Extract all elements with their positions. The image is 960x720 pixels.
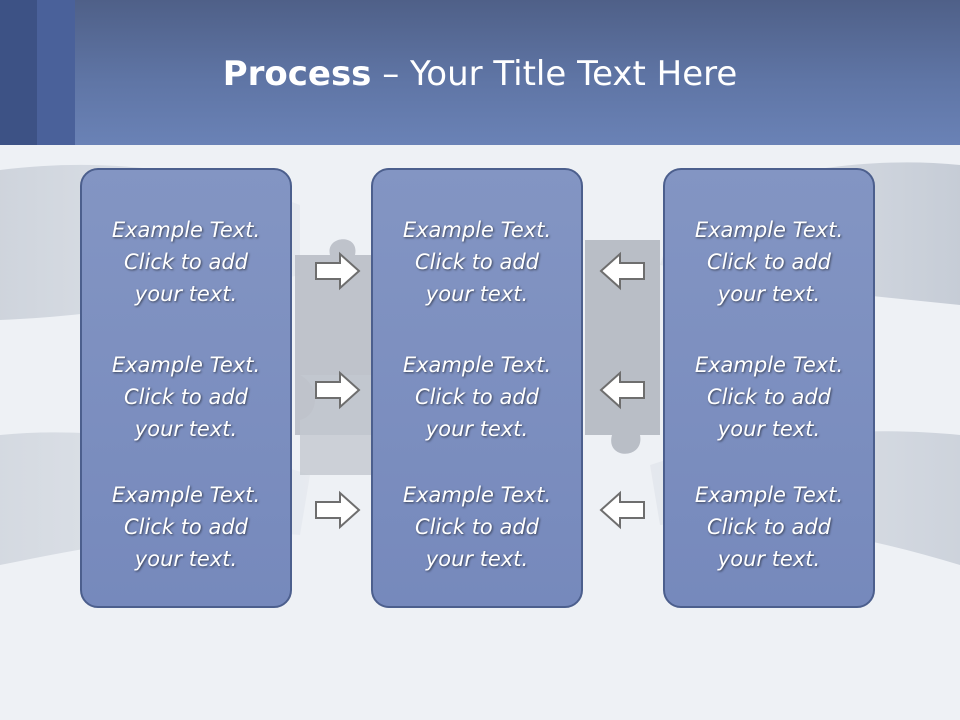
left-arrow-icon[interactable] [598, 370, 646, 410]
text-line: Example Text. [402, 353, 552, 377]
text-block[interactable]: Example Text. Click to add your text. [665, 479, 873, 575]
column-box-center[interactable]: Example Text. Click to add your text. Ex… [371, 168, 583, 608]
text-block[interactable]: Example Text. Click to add your text. [373, 349, 581, 445]
text-block[interactable]: Example Text. Click to add your text. [82, 479, 290, 575]
text-line: your text. [134, 282, 238, 306]
title-accent-mid [37, 0, 75, 145]
left-arrow-icon[interactable] [598, 251, 646, 291]
text-line: Example Text. [402, 218, 552, 242]
text-line: your text. [717, 282, 821, 306]
text-line: Example Text. [402, 483, 552, 507]
text-line: your text. [425, 417, 529, 441]
text-line: Click to add [414, 250, 539, 274]
title-bar: Process – Your Title Text Here [0, 0, 960, 145]
text-block[interactable]: Example Text. Click to add your text. [665, 349, 873, 445]
column-box-left[interactable]: Example Text. Click to add your text. Ex… [80, 168, 292, 608]
text-block[interactable]: Example Text. Click to add your text. [82, 214, 290, 310]
text-block[interactable]: Example Text. Click to add your text. [373, 479, 581, 575]
text-line: Click to add [706, 250, 831, 274]
text-line: Click to add [123, 515, 248, 539]
text-line: your text. [425, 547, 529, 571]
text-block[interactable]: Example Text. Click to add your text. [82, 349, 290, 445]
left-arrow-icon[interactable] [598, 490, 646, 530]
text-line: your text. [717, 547, 821, 571]
text-line: Click to add [706, 385, 831, 409]
column-box-right[interactable]: Example Text. Click to add your text. Ex… [663, 168, 875, 608]
text-line: Example Text. [694, 353, 844, 377]
title-bold: Process [222, 54, 372, 94]
text-line: your text. [717, 417, 821, 441]
text-line: your text. [134, 547, 238, 571]
text-line: Click to add [414, 385, 539, 409]
text-line: Click to add [123, 385, 248, 409]
text-line: Example Text. [111, 353, 261, 377]
text-line: Click to add [706, 515, 831, 539]
text-line: Example Text. [694, 483, 844, 507]
text-line: Example Text. [694, 218, 844, 242]
text-block[interactable]: Example Text. Click to add your text. [665, 214, 873, 310]
right-arrow-icon[interactable] [314, 370, 362, 410]
text-line: Click to add [123, 250, 248, 274]
text-line: your text. [134, 417, 238, 441]
text-line: Example Text. [111, 218, 261, 242]
title-rest: – Your Title Text Here [371, 54, 738, 94]
right-arrow-icon[interactable] [314, 490, 362, 530]
text-line: Click to add [414, 515, 539, 539]
text-line: Example Text. [111, 483, 261, 507]
right-arrow-icon[interactable] [314, 251, 362, 291]
slide-title[interactable]: Process – Your Title Text Here [0, 50, 960, 98]
title-accent-dark [0, 0, 37, 145]
text-line: your text. [425, 282, 529, 306]
text-block[interactable]: Example Text. Click to add your text. [373, 214, 581, 310]
